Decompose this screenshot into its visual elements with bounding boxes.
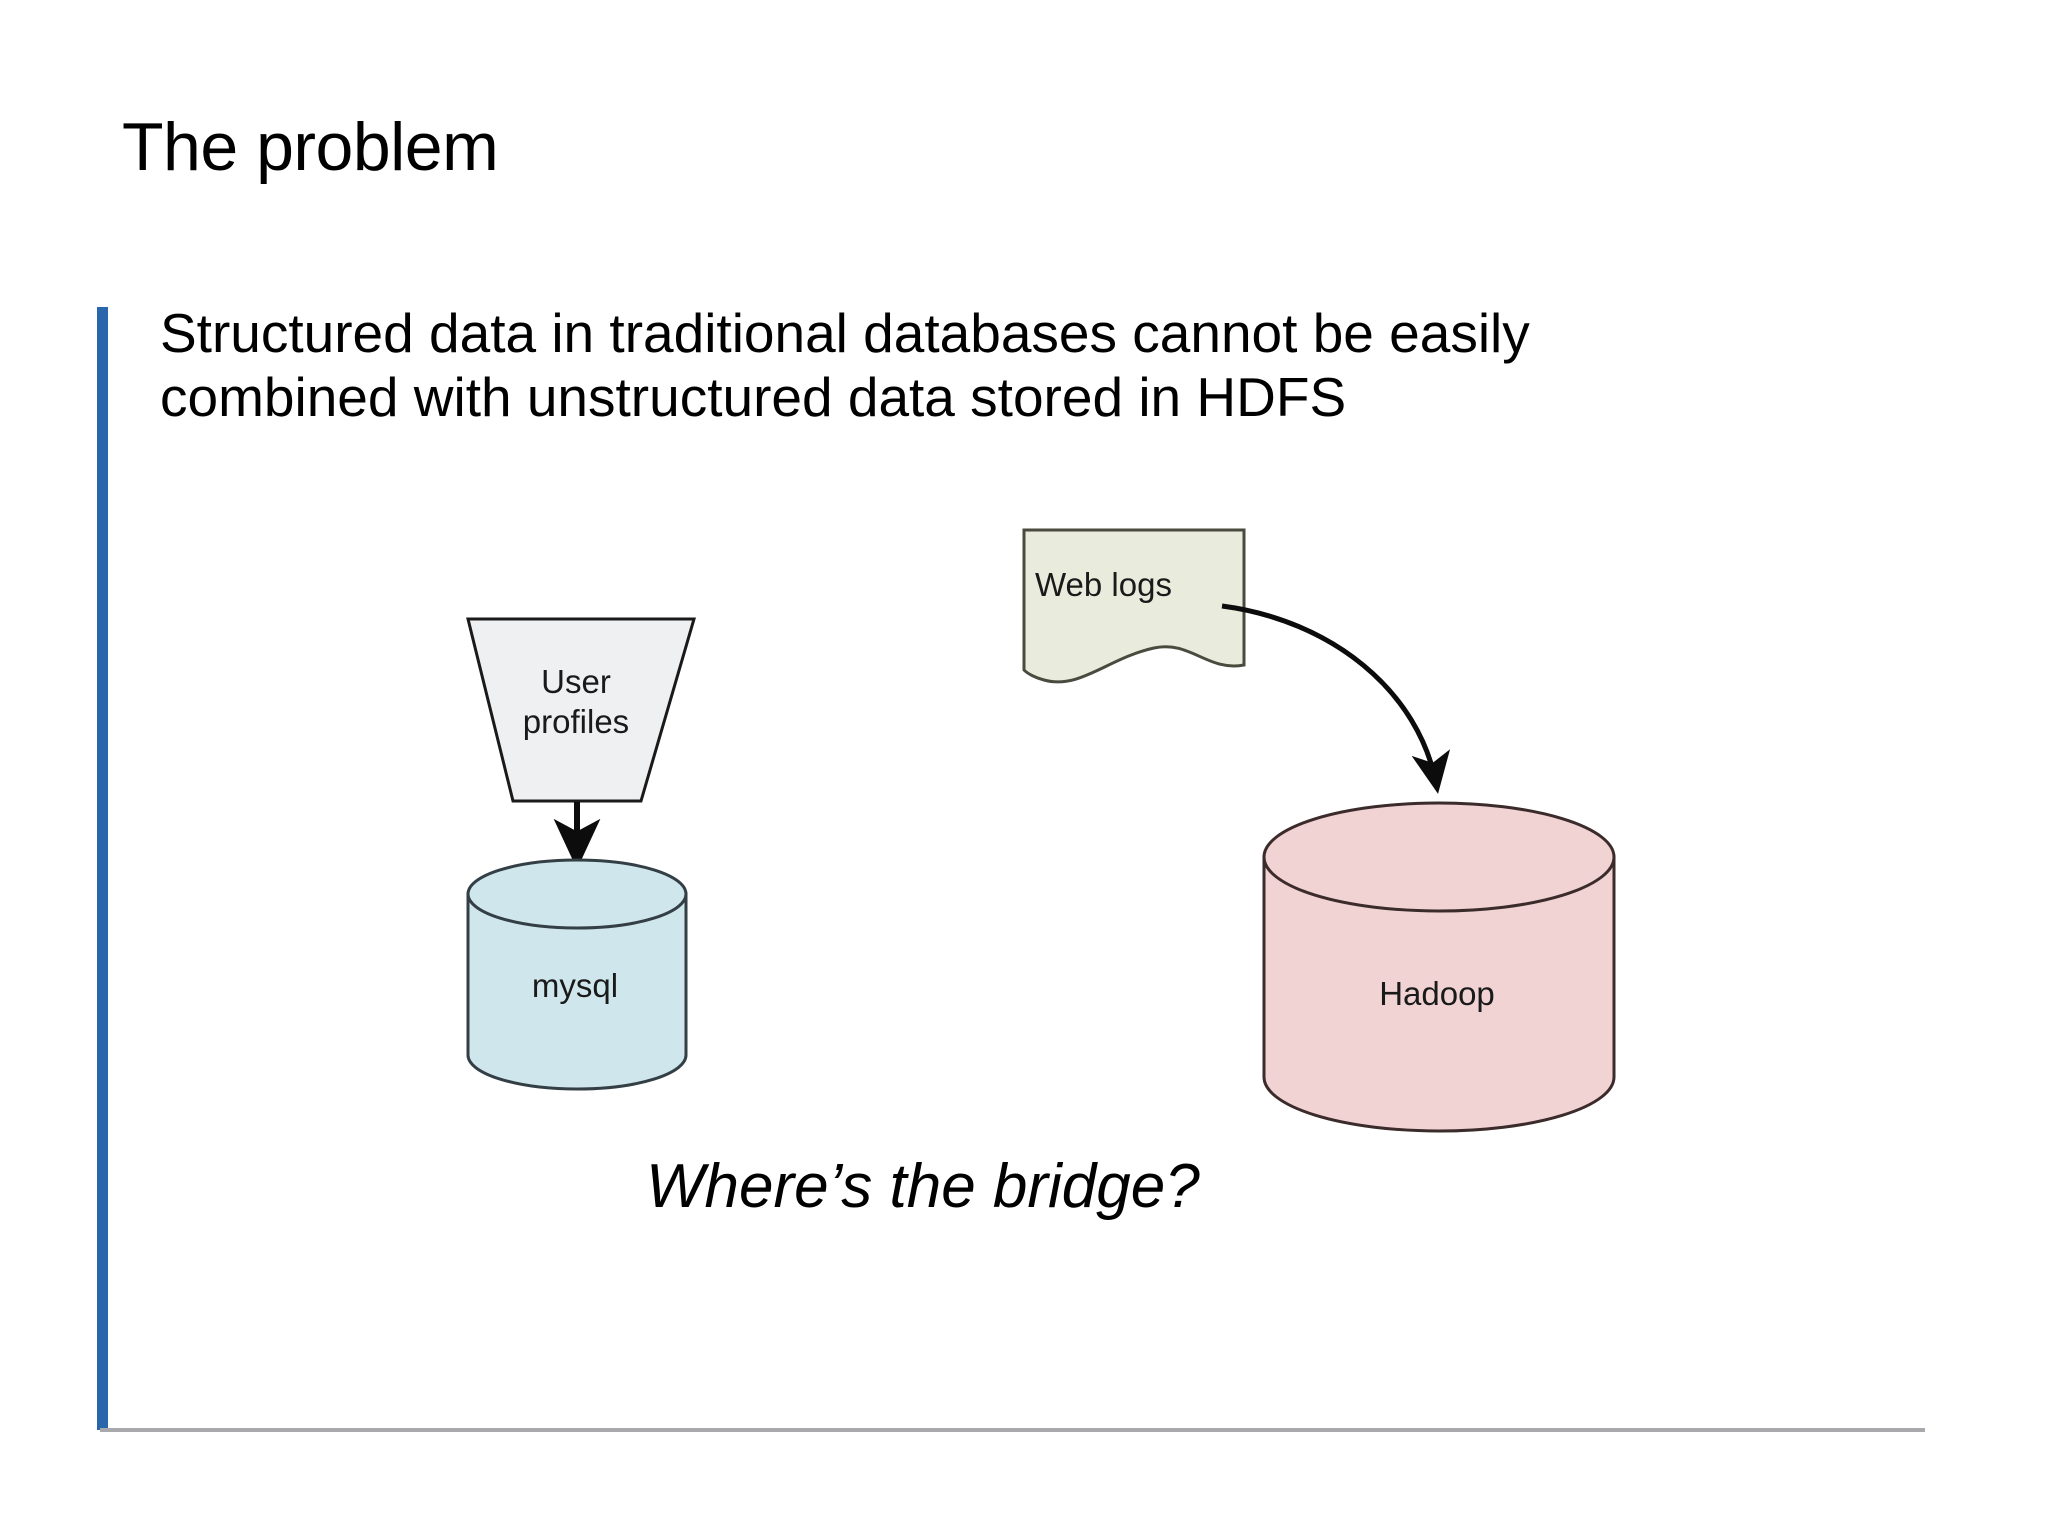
node-web-logs-label: Web logs [1035,566,1172,603]
bridge-question-caption: Where’s the bridge? [646,1152,1200,1221]
page-title: The problem [122,109,499,185]
node-user-profiles-label: User profiles [522,663,630,741]
left-accent-bar [97,307,108,1430]
body-text: Structured data in traditional databases… [160,302,1860,430]
node-hadoop-shape [1262,801,1616,1133]
node-hadoop-label: Hadoop [1379,975,1495,1012]
bottom-divider [100,1428,1925,1432]
body-text-line-2: combined with unstructured data stored i… [160,365,1347,428]
node-mysql-label: mysql [531,967,619,1004]
node-web-logs-shape [1022,528,1246,684]
edge-web-logs-to-hadoop [1221,603,1451,794]
body-text-line-1: Structured data in traditional databases… [160,302,1530,364]
